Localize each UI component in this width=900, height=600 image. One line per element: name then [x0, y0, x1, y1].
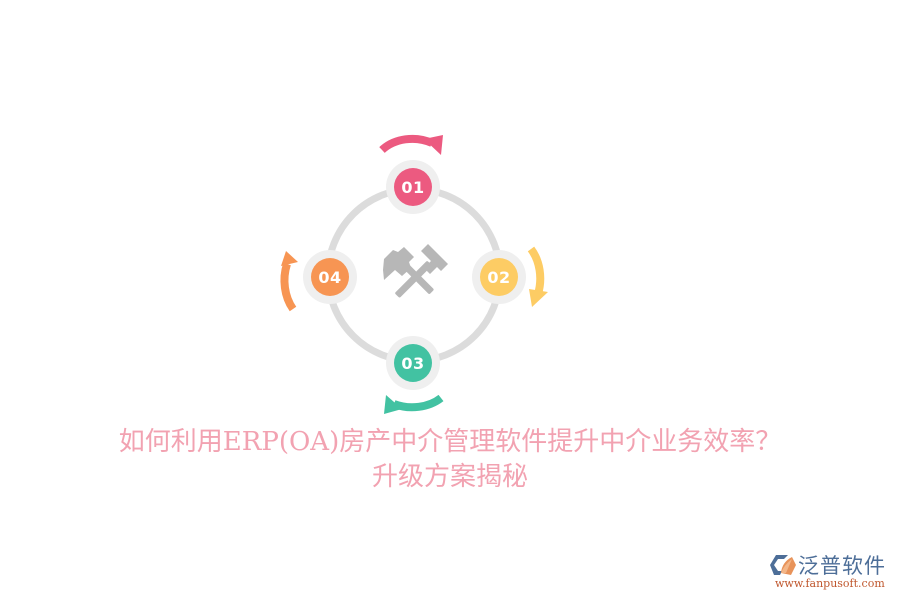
- cycle-arrow-bottom: [384, 394, 444, 414]
- node-label-04: 04: [318, 268, 341, 287]
- title-line-2: 升级方案揭秘: [371, 462, 528, 492]
- node-label-02: 02: [487, 268, 510, 287]
- cycle-arrow-right: [527, 246, 548, 307]
- node-label-03: 03: [401, 354, 424, 373]
- node-label-01: 01: [401, 178, 424, 197]
- cycle-arrow-left: [280, 251, 298, 312]
- cycle-arrow-top: [379, 134, 443, 155]
- fanpu-logo-icon: [770, 555, 796, 575]
- cycle-node-02: 02: [472, 250, 526, 304]
- brand-logo: 泛普软件 www.fanpusoft.com: [770, 551, 895, 593]
- crossed-hammers-icon: [383, 244, 448, 298]
- logo-brand-name: 泛普软件: [798, 554, 886, 578]
- cycle-node-04: 04: [303, 250, 357, 304]
- cycle-node-03: 03: [386, 336, 440, 390]
- title-line-1: 如何利用ERP(OA)房产中介管理软件提升中介业务效率？: [118, 427, 782, 457]
- cycle-node-01: 01: [386, 160, 440, 214]
- logo-url: www.fanpusoft.com: [775, 577, 885, 590]
